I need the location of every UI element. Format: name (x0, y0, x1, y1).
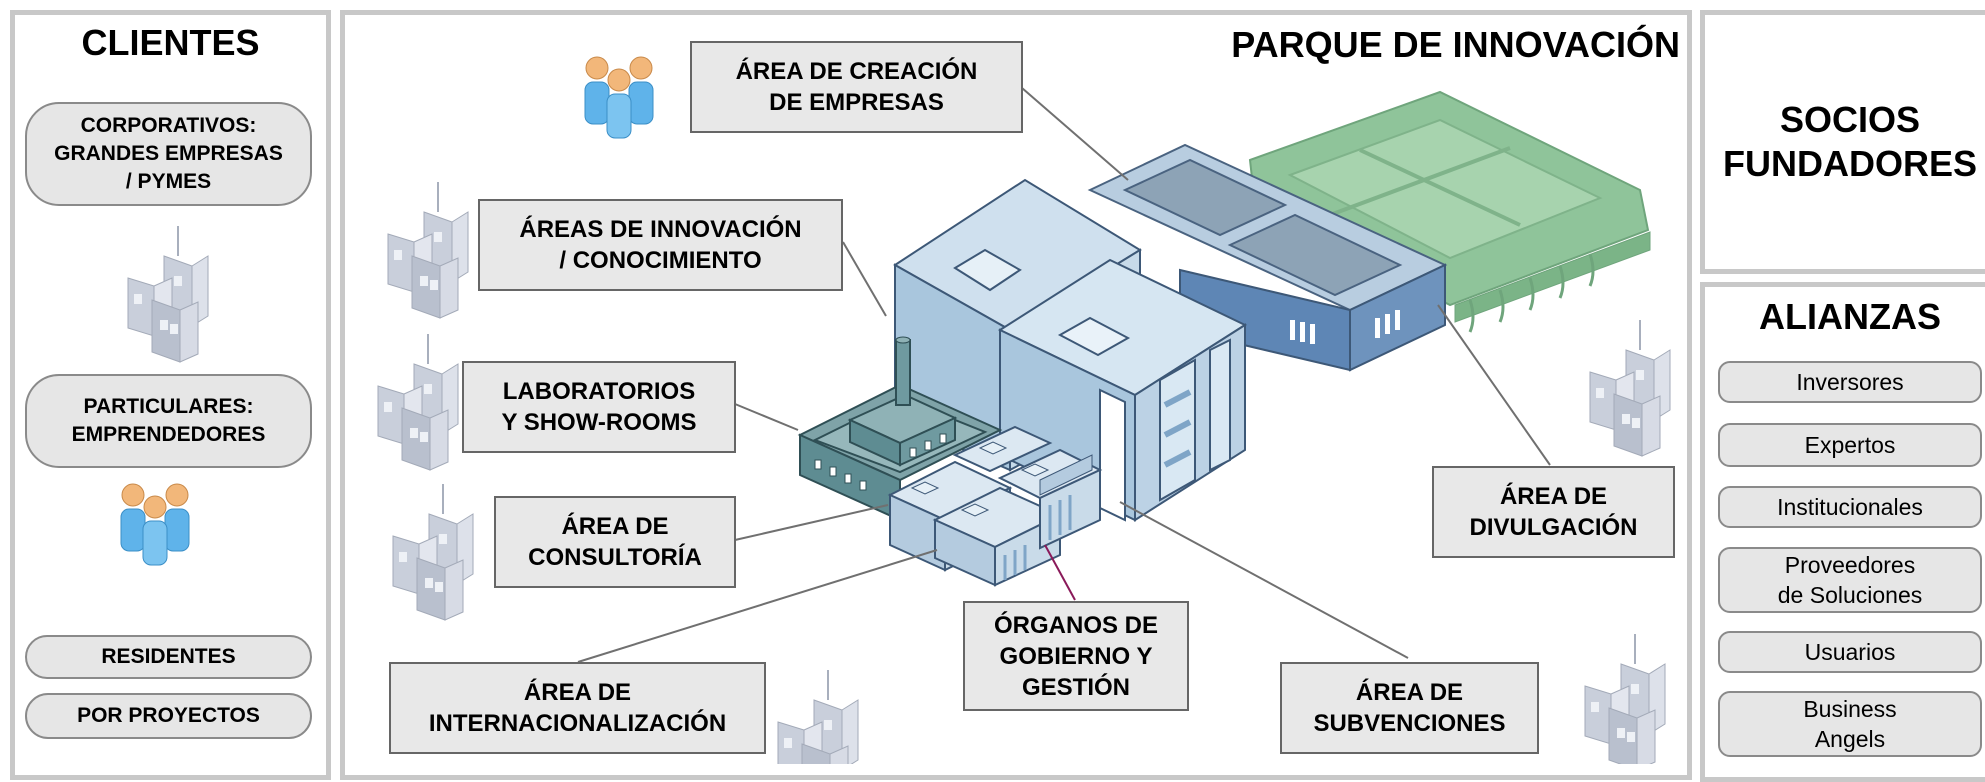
buildings-icon (387, 181, 469, 319)
area-innovacion-conocimiento[interactable]: ÁREAS DE INNOVACIÓN / CONOCIMIENTO (478, 199, 843, 291)
area-creacion-empresas[interactable]: ÁREA DE CREACIÓN DE EMPRESAS (690, 41, 1023, 133)
buildings-icon (777, 669, 859, 764)
buildings-icon (377, 333, 459, 471)
cliente-particulares[interactable]: PARTICULARES: EMPRENDEDORES (25, 374, 312, 468)
socios-title: SOCIOS FUNDADORES (1722, 99, 1977, 184)
connector-lines (577, 87, 1551, 663)
area-laboratorios[interactable]: LABORATORIOS Y SHOW-ROOMS (462, 361, 736, 453)
front-blocks (887, 425, 1103, 587)
area-divulgacion[interactable]: ÁREA DE DIVULGACIÓN (1432, 466, 1675, 558)
alianza-inversores[interactable]: Inversores (1718, 361, 1982, 403)
area-internacionalizacion[interactable]: ÁREA DE INTERNACIONALIZACIÓN (389, 662, 766, 754)
alianza-institucionales[interactable]: Institucionales (1718, 486, 1982, 528)
cliente-residentes[interactable]: RESIDENTES (25, 635, 312, 679)
cliente-por-proyectos[interactable]: POR PROYECTOS (25, 693, 312, 739)
people-icon (584, 56, 654, 139)
alianzas-title: ALIANZAS (1759, 296, 1941, 337)
parque-title: PARQUE DE INNOVACIÓN (1231, 24, 1680, 65)
area-consultoria[interactable]: ÁREA DE CONSULTORÍA (494, 496, 736, 588)
socios-panel (1700, 10, 1985, 274)
clientes-title: CLIENTES (81, 22, 260, 63)
park-illustration (120, 56, 1671, 764)
area-subvenciones[interactable]: ÁREA DE SUBVENCIONES (1280, 662, 1539, 754)
organos-gobierno-gestion[interactable]: ÓRGANOS DE GOBIERNO Y GESTIÓN (963, 601, 1189, 711)
front-tower (997, 258, 1248, 522)
organos-connector (1044, 544, 1076, 601)
buildings-icon (1589, 319, 1671, 457)
buildings-icon (127, 225, 209, 363)
people-icon (120, 483, 190, 566)
cliente-corporativos[interactable]: CORPORATIVOS: GRANDES EMPRESAS / PYMES (25, 102, 312, 206)
alianza-proveedores[interactable]: Proveedores de Soluciones (1718, 547, 1982, 613)
alianza-usuarios[interactable]: Usuarios (1718, 631, 1982, 673)
buildings-icon (1584, 633, 1666, 764)
alianza-business-angels[interactable]: Business Angels (1718, 691, 1982, 757)
rear-block (1087, 143, 1448, 372)
buildings-icon (392, 483, 474, 621)
lab-building (797, 336, 1003, 522)
alianza-expertos[interactable]: Expertos (1718, 423, 1982, 467)
